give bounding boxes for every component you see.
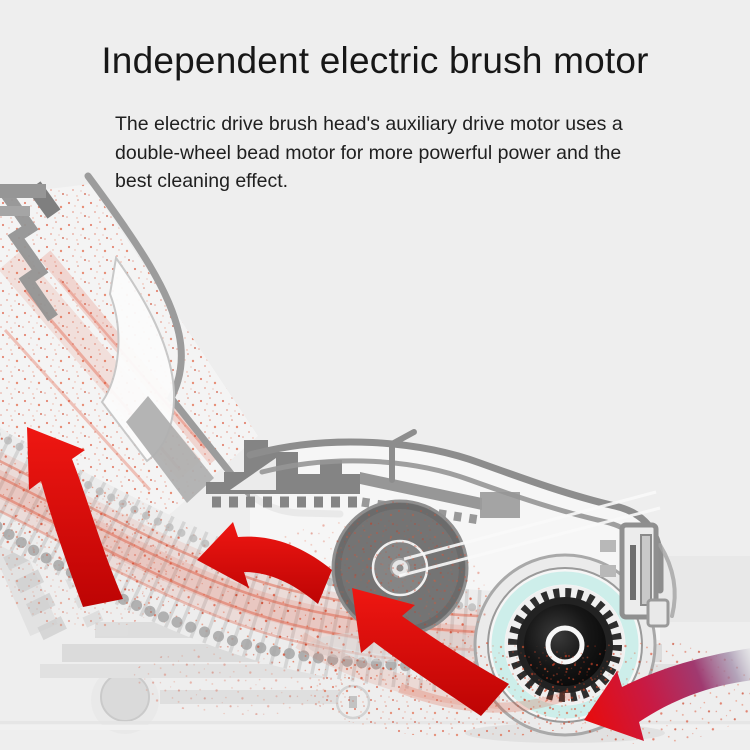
description-line: best cleaning effect. bbox=[115, 170, 289, 192]
airflow-arrow-left bbox=[197, 522, 332, 604]
description: The electric drive brush head's auxiliar… bbox=[115, 110, 655, 196]
description-line: double-wheel bead motor for more powerfu… bbox=[115, 141, 622, 164]
description-line: The electric drive brush head's auxiliar… bbox=[115, 113, 623, 135]
airflow-arrow-to-pulley bbox=[352, 588, 509, 716]
airflow-arrows bbox=[27, 427, 750, 741]
airflow-arrow-inlet bbox=[584, 648, 750, 741]
side-bracket bbox=[600, 522, 670, 628]
page-title: Independent electric brush motor bbox=[101, 40, 649, 81]
airflow-arrow-up-left bbox=[27, 427, 123, 607]
